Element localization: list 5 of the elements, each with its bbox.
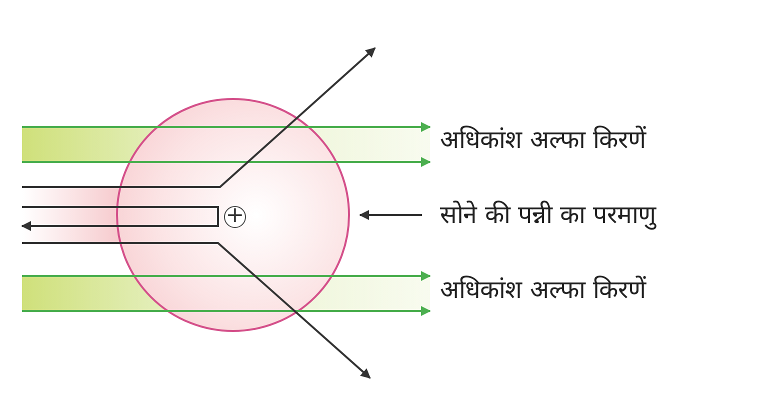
nucleus: + <box>224 206 246 228</box>
label: अधिकांश अल्फा किरणें <box>440 124 646 156</box>
label: अधिकांश अल्फा किरणें <box>440 274 646 306</box>
label: सोने की पन्नी का परमाणु <box>440 198 656 232</box>
leader-arrow <box>359 210 422 220</box>
